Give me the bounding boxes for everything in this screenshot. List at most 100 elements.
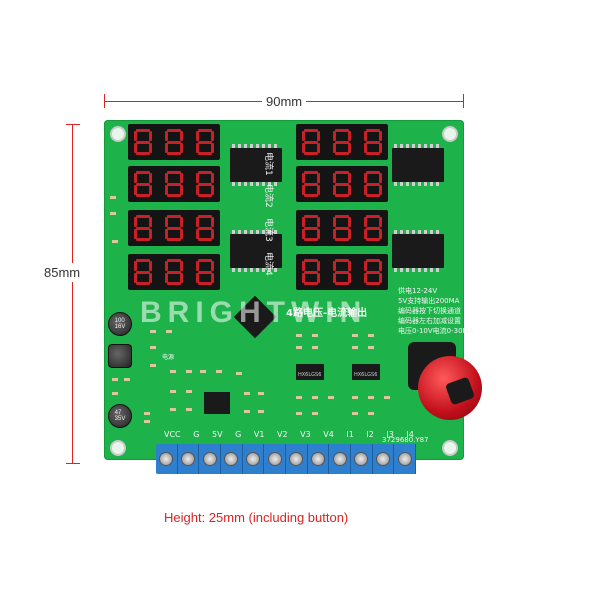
channel-label-4: 电流4	[263, 252, 273, 276]
terminal-screw[interactable]	[156, 444, 178, 474]
opamp-chip-1	[296, 364, 324, 380]
digit	[300, 170, 322, 198]
segment	[136, 194, 151, 197]
segment	[317, 143, 321, 153]
terminal-screw[interactable]	[199, 444, 222, 474]
terminal-label: V1	[253, 430, 265, 439]
smd-resistor	[186, 408, 192, 411]
segment	[378, 185, 382, 195]
terminal-screw[interactable]	[373, 444, 395, 474]
screw-terminal-block[interactable]	[156, 444, 417, 474]
segment	[136, 171, 151, 174]
segment	[179, 273, 183, 283]
segment	[179, 185, 183, 195]
segment	[149, 131, 153, 141]
part-number-label: 3729680.Y87	[382, 436, 429, 444]
segment	[304, 152, 319, 155]
segment	[149, 217, 153, 227]
terminal-label: 5V	[211, 430, 223, 439]
capacitor-2: 47 35V	[108, 404, 132, 428]
segment	[378, 131, 382, 141]
segment	[302, 131, 306, 141]
segment	[166, 259, 181, 262]
segment	[334, 226, 349, 230]
digit	[300, 214, 322, 242]
capacitor-1: 100 16V	[108, 312, 132, 336]
segment	[363, 173, 367, 183]
segment	[365, 152, 380, 155]
digit	[132, 170, 154, 198]
smd-resistor	[112, 392, 118, 395]
digit	[163, 128, 185, 156]
segment	[149, 173, 153, 183]
segment	[304, 194, 319, 197]
width-dimension-tick-right	[463, 94, 464, 108]
terminal-label: I3	[386, 430, 394, 439]
terminal-label: V4	[323, 430, 334, 439]
terminal-screw[interactable]	[243, 444, 265, 474]
smd-resistor	[110, 212, 116, 215]
terminal-screw[interactable]	[221, 444, 243, 474]
segment	[302, 143, 306, 153]
segment	[149, 273, 153, 283]
segment	[304, 282, 319, 285]
segment	[195, 229, 199, 239]
segment	[378, 273, 382, 283]
segment	[136, 129, 151, 132]
terminal-screw[interactable]	[351, 444, 373, 474]
segment	[134, 229, 138, 239]
segment	[334, 215, 349, 218]
segment	[347, 229, 351, 239]
seven-segment-display-5	[128, 210, 220, 246]
segment	[149, 229, 153, 239]
segment	[302, 273, 306, 283]
screw-head-icon	[311, 452, 326, 466]
smd-resistor	[368, 346, 374, 349]
smd-resistor	[352, 412, 358, 415]
screw-head-icon	[159, 452, 174, 466]
segment	[317, 229, 321, 239]
segment	[334, 129, 349, 132]
digit	[362, 214, 384, 242]
segment	[164, 131, 168, 141]
terminal-screw[interactable]	[178, 444, 200, 474]
mounting-hole-bottom-right	[442, 440, 458, 456]
smd-resistor	[166, 330, 172, 333]
segment	[136, 140, 151, 144]
segment	[317, 173, 321, 183]
segment	[195, 217, 199, 227]
segment	[365, 238, 380, 241]
segment	[136, 282, 151, 285]
smd-resistor	[200, 370, 206, 373]
segment	[164, 273, 168, 283]
terminal-screw[interactable]	[308, 444, 330, 474]
terminal-screw[interactable]	[394, 444, 417, 474]
segment	[210, 217, 214, 227]
screw-head-icon	[332, 452, 347, 466]
terminal-screw[interactable]	[264, 444, 287, 474]
smd-resistor	[236, 372, 242, 375]
smd-resistor	[150, 364, 156, 367]
segment	[166, 182, 181, 186]
terminal-screw[interactable]	[329, 444, 352, 474]
smd-resistor	[296, 396, 302, 399]
spec-text-block: 供电12-24V 5V支持输出200MA 编码器按下切换通道 编码器左右加减设置…	[398, 286, 473, 336]
height-dimension-tick-top	[66, 124, 80, 125]
segment	[378, 217, 382, 227]
terminal-label: I2	[366, 430, 374, 439]
digit	[331, 214, 353, 242]
smd-resistor	[170, 390, 176, 393]
segment	[136, 182, 151, 186]
smd-resistor	[258, 392, 264, 395]
segment	[365, 259, 380, 262]
digit	[163, 170, 185, 198]
segment	[134, 261, 138, 271]
segment	[332, 229, 336, 239]
smd-resistor	[312, 334, 318, 337]
segment	[334, 282, 349, 285]
smd-resistor	[296, 346, 302, 349]
screw-head-icon	[267, 452, 282, 466]
segment	[195, 131, 199, 141]
board-title: 4路电压-电流输出	[286, 308, 368, 319]
terminal-screw[interactable]	[286, 444, 308, 474]
